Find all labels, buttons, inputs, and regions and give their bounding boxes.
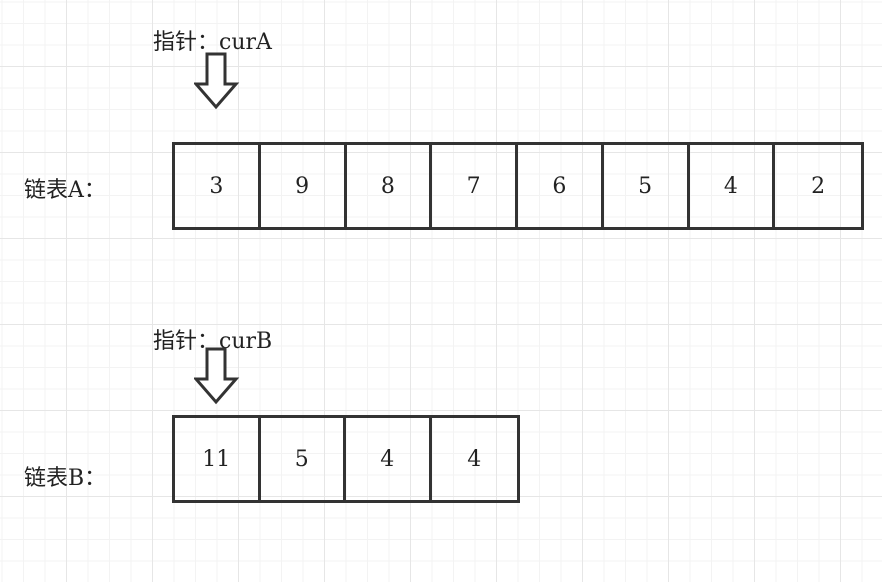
list-node: 5 [604,145,690,227]
list-node: 6 [518,145,604,227]
list-node: 11 [175,418,261,500]
list-b-label: 链表B： [24,466,107,491]
list-node: 4 [346,418,432,500]
down-arrow-icon [194,347,240,405]
list-node: 5 [261,418,346,500]
list-node: 2 [811,173,826,199]
list-node: 4 [467,446,482,472]
pointer-a-label: 指针：curA [153,30,272,55]
down-arrow-icon [194,52,240,110]
list-a-label: 链表A： [24,178,106,203]
list-node: 4 [690,145,776,227]
list-node: 7 [432,145,518,227]
list-node: 3 [175,145,261,227]
list-node: 9 [261,145,347,227]
list-node: 8 [347,145,433,227]
